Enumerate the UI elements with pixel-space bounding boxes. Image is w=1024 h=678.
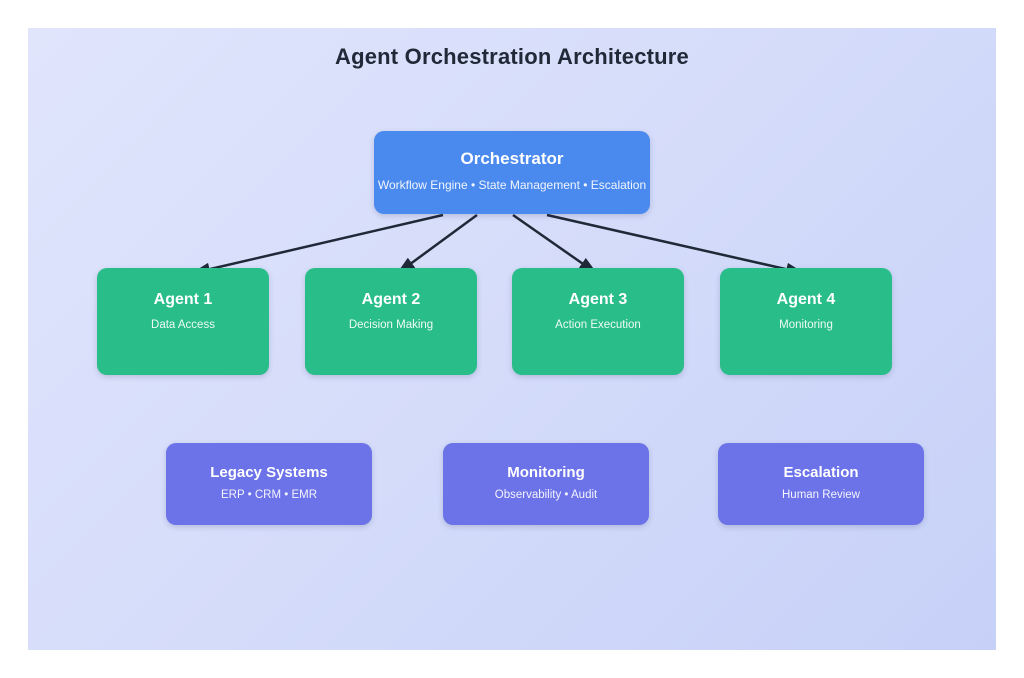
node-legacy-systems: Legacy Systems ERP • CRM • EMR [166,443,372,525]
diagram-title: Agent Orchestration Architecture [335,44,689,69]
monitoring-title: Monitoring [507,464,585,481]
escalation-subtitle: Human Review [782,489,860,501]
agent-4-title: Agent 4 [776,291,836,308]
arrow-orchestrator-to-agent-4 [546,213,805,276]
agent-3-title: Agent 3 [568,291,628,308]
agent-1-title: Agent 1 [153,291,213,308]
legacy-systems-title: Legacy Systems [210,464,328,481]
node-monitoring: Monitoring Observability • Audit [443,443,649,525]
legacy-systems-subtitle: ERP • CRM • EMR [220,489,317,501]
agent-3-subtitle: Action Execution [555,319,641,331]
node-agent-2: Agent 2 Decision Making [305,268,477,375]
agent-1-subtitle: Data Access [151,319,215,331]
arrow-orchestrator-to-agent-1 [191,213,444,276]
agent-2-subtitle: Decision Making [348,319,434,331]
node-orchestrator: Orchestrator Workflow Engine • State Man… [374,131,650,214]
monitoring-subtitle: Observability • Audit [494,489,598,501]
agent-2-title: Agent 2 [361,291,421,308]
arrow-orchestrator-to-agent-2 [396,213,478,275]
node-agent-1: Agent 1 Data Access [97,268,269,375]
node-agent-4: Agent 4 Monitoring [720,268,892,375]
node-agent-3: Agent 3 Action Execution [512,268,684,375]
arrow-orchestrator-to-agent-3 [512,213,598,275]
orchestrator-title: Orchestrator [460,149,564,168]
diagram-canvas: Agent Orchestration Architecture Orchest… [28,28,996,650]
agent-4-subtitle: Monitoring [779,319,833,331]
node-escalation: Escalation Human Review [718,443,924,525]
escalation-title: Escalation [783,464,859,481]
orchestrator-subtitle: Workflow Engine • State Management • Esc… [377,178,647,192]
